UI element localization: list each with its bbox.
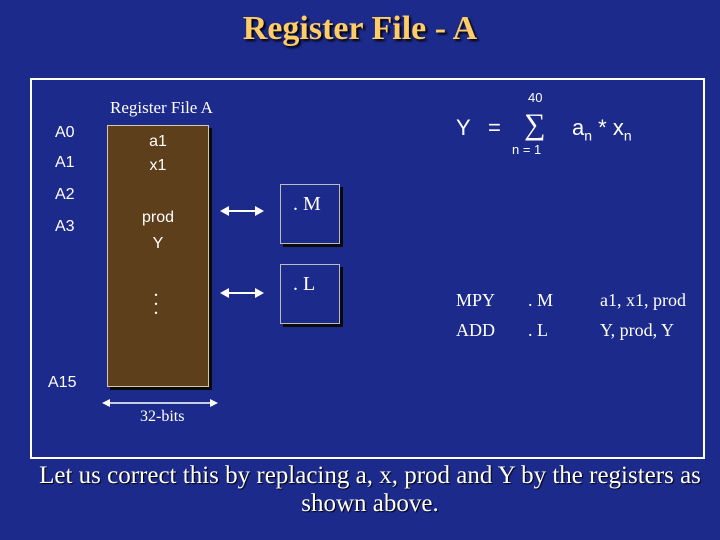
register-label-a0: A0 — [55, 124, 75, 141]
register-file-block — [107, 125, 209, 387]
register-file-label: Register File A — [110, 98, 213, 117]
instruction-args-2: Y, prod, Y — [600, 320, 675, 340]
sigma-symbol: ∑ — [524, 108, 546, 141]
instruction-unit-1: . M — [528, 290, 554, 310]
term-a: a — [572, 115, 585, 140]
instruction-op-1: MPY — [456, 290, 496, 310]
l-unit-label: . L — [293, 273, 316, 295]
register-label-a15: A15 — [48, 374, 77, 391]
m-unit-box: . M — [280, 184, 340, 244]
width-label: 32-bits — [140, 408, 185, 425]
equation-term: an * xn — [572, 115, 632, 143]
term-x: x — [612, 115, 624, 140]
instruction-op-2: ADD — [456, 320, 495, 340]
register-label-a3: A3 — [55, 218, 75, 235]
register-a3-content-y: Y — [152, 235, 164, 252]
register-a1-content: x1 — [149, 157, 167, 174]
l-unit-box: . L — [280, 264, 340, 324]
register-label-a1: A1 — [55, 154, 75, 171]
register-a3-content-prod: prod — [141, 209, 175, 226]
slide-title: Register File - A — [242, 10, 478, 47]
m-unit-label: . M — [293, 193, 321, 215]
sum-lower-limit: n = 1 — [512, 142, 542, 157]
sum-upper-limit: 40 — [528, 90, 543, 105]
equation-lhs: Y — [456, 115, 471, 140]
instruction-unit-2: . L — [528, 320, 548, 340]
term-x-subscript: n — [623, 127, 632, 144]
diagram-panel — [30, 78, 705, 459]
term-star: * — [598, 115, 607, 140]
register-label-a2: A2 — [55, 186, 75, 203]
vertical-ellipsis: ... — [153, 279, 159, 319]
width-arrow — [102, 399, 218, 407]
register-a0-content: a1 — [149, 133, 167, 150]
double-arrow-m — [220, 206, 264, 216]
double-arrow-l — [220, 288, 264, 298]
caption-text: Let us correct this by replacing a, x, p… — [39, 462, 701, 517]
term-a-subscript: n — [584, 127, 593, 144]
instruction-args-1: a1, x1, prod — [600, 290, 686, 310]
equation-equals: = — [488, 115, 501, 140]
